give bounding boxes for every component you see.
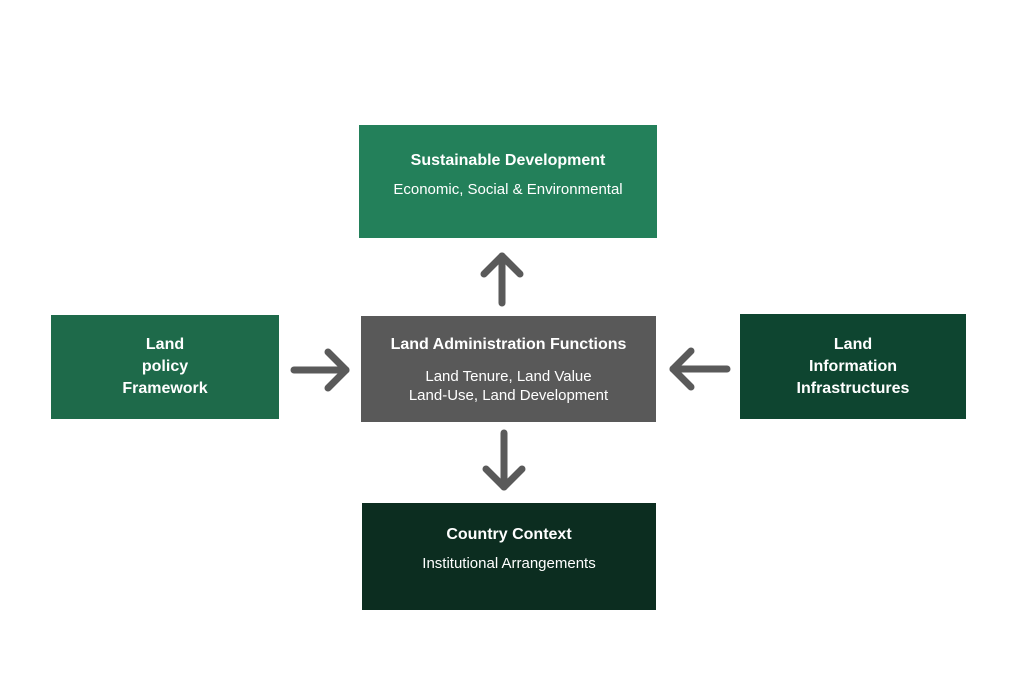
node-land-information-infrastructures: Land Information Infrastructures: [740, 314, 966, 419]
node-subtitle-line: Land-Use, Land Development: [408, 386, 609, 404]
node-title: Sustainable Development: [410, 152, 606, 169]
node-subtitle: Institutional Arrangements: [422, 555, 596, 572]
node-land-policy-framework: Land policy Framework: [51, 315, 279, 419]
node-title: Country Context: [446, 526, 572, 543]
node-label-line: Information: [809, 357, 897, 375]
arrow-up: [480, 252, 524, 307]
node-subtitle: Land Tenure, Land Value Land-Use, Land D…: [409, 367, 608, 405]
node-title: Land Administration Functions: [390, 335, 627, 353]
node-land-administration-functions: Land Administration Functions Land Tenur…: [361, 316, 656, 422]
node-subtitle-line: Land Tenure, Land Value: [425, 367, 592, 385]
node-label-line: policy: [141, 358, 189, 375]
node-country-context: Country Context Institutional Arrangemen…: [362, 503, 656, 610]
arrow-down: [482, 429, 526, 491]
node-sustainable-development: Sustainable Development Economic, Social…: [359, 125, 657, 238]
node-label-line: Framework: [122, 380, 208, 397]
node-label-line: Land: [833, 335, 873, 353]
node-label-line: Land: [145, 336, 185, 353]
arrow-right: [290, 348, 350, 392]
node-subtitle: Economic, Social & Environmental: [393, 181, 623, 198]
node-label-line: Infrastructures: [796, 379, 910, 397]
arrow-left: [669, 347, 731, 391]
